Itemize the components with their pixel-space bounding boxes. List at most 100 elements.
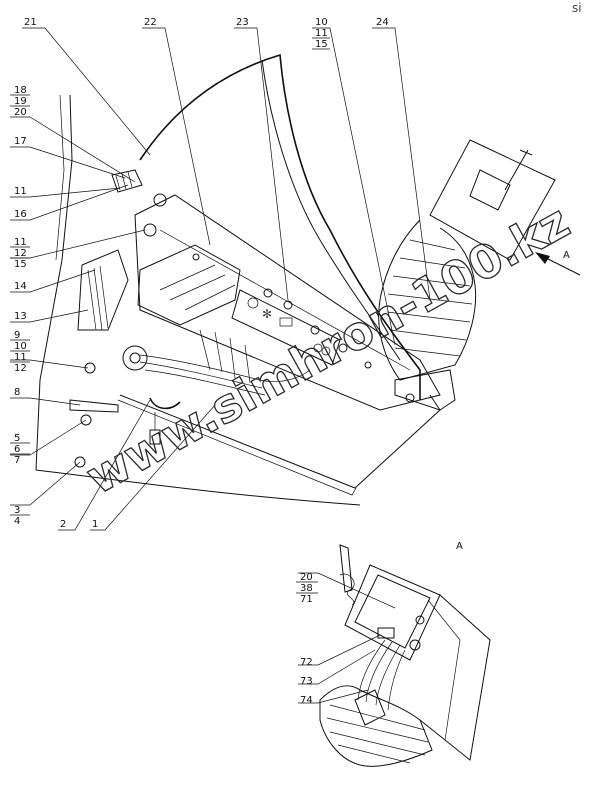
callout-5: 5 xyxy=(14,433,20,444)
grommet xyxy=(149,397,181,410)
nut-3 xyxy=(310,325,320,335)
callout-20-detail: 20 xyxy=(300,572,313,583)
bolt-hole-5 xyxy=(364,361,372,369)
bolt-hole-3 xyxy=(192,253,200,261)
callout-10-top: 10 xyxy=(315,17,328,28)
bracket-lower xyxy=(69,399,119,413)
gauge-icon-3 xyxy=(321,346,331,356)
bolt-9 xyxy=(84,362,96,374)
gauge-icon-1 xyxy=(247,297,259,309)
bolt-3 xyxy=(74,456,86,468)
gauge-icon-2 xyxy=(313,343,323,353)
bolt-hole-1 xyxy=(153,193,167,207)
lever-cap xyxy=(469,169,511,211)
pulley-hub xyxy=(129,352,141,364)
nut-4 xyxy=(338,343,348,353)
clamp-top xyxy=(111,169,143,193)
lower-panel-edge xyxy=(117,399,357,496)
watermark-text: www.simhron-100.kz xyxy=(77,194,578,504)
relay-block xyxy=(137,244,241,326)
callout-16: 16 xyxy=(14,209,27,220)
clamp-top-coils xyxy=(115,171,133,191)
wire-bundle xyxy=(139,329,311,396)
callout-22: 22 xyxy=(144,17,157,28)
callout-74: 74 xyxy=(300,695,313,706)
cab-wall-left-2 xyxy=(55,94,65,261)
callout-38: 38 xyxy=(300,583,313,594)
nut-1 xyxy=(263,288,273,298)
callout-11-top: 11 xyxy=(315,28,328,39)
bracket-plate-inner xyxy=(159,229,411,371)
callout-2: 2 xyxy=(60,519,66,530)
lever-rod xyxy=(504,149,533,191)
detail-housing-inner xyxy=(354,574,431,649)
callout-11-low: 11 xyxy=(14,352,27,363)
detail-bolt-2 xyxy=(415,615,425,625)
callout-3: 3 xyxy=(14,505,20,516)
switch-icon xyxy=(279,317,293,327)
relay-block-detail xyxy=(159,264,236,311)
nut-2 xyxy=(283,300,293,310)
callout-12-mid: 12 xyxy=(14,248,27,259)
callout-4: 4 xyxy=(14,516,20,527)
rubber-boot xyxy=(378,219,477,381)
detail-boot xyxy=(319,685,433,767)
detail-view-title: A xyxy=(456,541,463,552)
main-assembly: ✻ xyxy=(35,53,556,506)
watermark: www.simhron-100.kz si xyxy=(77,1,582,505)
housing-inner-arc xyxy=(261,59,401,361)
bolt-5 xyxy=(80,414,92,426)
callout-15-top: 15 xyxy=(315,39,328,50)
cab-wall-left xyxy=(35,94,73,471)
callout-19: 19 xyxy=(14,96,27,107)
detail-housing xyxy=(344,564,441,661)
bolt-hole-4 xyxy=(405,393,415,403)
detail-body xyxy=(419,594,491,761)
detail-bolt xyxy=(409,639,421,651)
cable-clip-lines xyxy=(87,265,109,331)
fan-icon: ✻ xyxy=(262,307,272,321)
callout-6: 6 xyxy=(14,444,20,455)
callout-18: 18 xyxy=(14,85,27,96)
callouts: 21 22 23 10 11 15 24 18 19 20 17 11 16 1… xyxy=(10,17,389,530)
callout-11-left: 11 xyxy=(14,186,27,197)
callout-23: 23 xyxy=(236,17,249,28)
floor-line xyxy=(35,469,361,506)
view-arrow: A xyxy=(535,250,581,276)
detail-view-a: A 20 38 71 72 73 74 xyxy=(296,541,491,767)
leader-lines xyxy=(10,27,431,531)
detail-body-inner xyxy=(427,599,461,741)
callout-72: 72 xyxy=(300,657,313,668)
callout-21: 21 xyxy=(24,17,37,28)
detail-lever-rod xyxy=(339,544,353,593)
detail-spring xyxy=(339,573,355,606)
lever-base xyxy=(394,369,456,411)
callout-24: 24 xyxy=(376,17,389,28)
callout-7: 7 xyxy=(14,455,20,466)
callout-71: 71 xyxy=(300,594,313,605)
bolt-hole-2 xyxy=(143,223,157,237)
callout-73: 73 xyxy=(300,676,313,687)
callout-10-left: 10 xyxy=(14,341,27,352)
cable-clip xyxy=(77,249,129,331)
callout-12-low: 12 xyxy=(14,363,27,374)
callout-9: 9 xyxy=(14,330,20,341)
view-arrow-label: A xyxy=(563,250,570,261)
lever-housing xyxy=(429,139,556,261)
detail-clamp xyxy=(354,689,386,726)
callout-20: 20 xyxy=(14,107,27,118)
watermark-corner: si xyxy=(572,1,582,15)
callout-14: 14 xyxy=(14,281,27,292)
callout-13: 13 xyxy=(14,311,27,322)
detail-wires xyxy=(357,639,406,711)
detail-boot-ribs xyxy=(326,704,429,764)
callout-11-mid: 11 xyxy=(14,237,27,248)
switch-panel xyxy=(231,289,341,366)
callout-15-mid: 15 xyxy=(14,259,27,270)
callout-1: 1 xyxy=(92,519,98,530)
callout-17: 17 xyxy=(14,136,27,147)
detail-connector xyxy=(377,627,395,639)
bracket-plate xyxy=(134,194,441,411)
